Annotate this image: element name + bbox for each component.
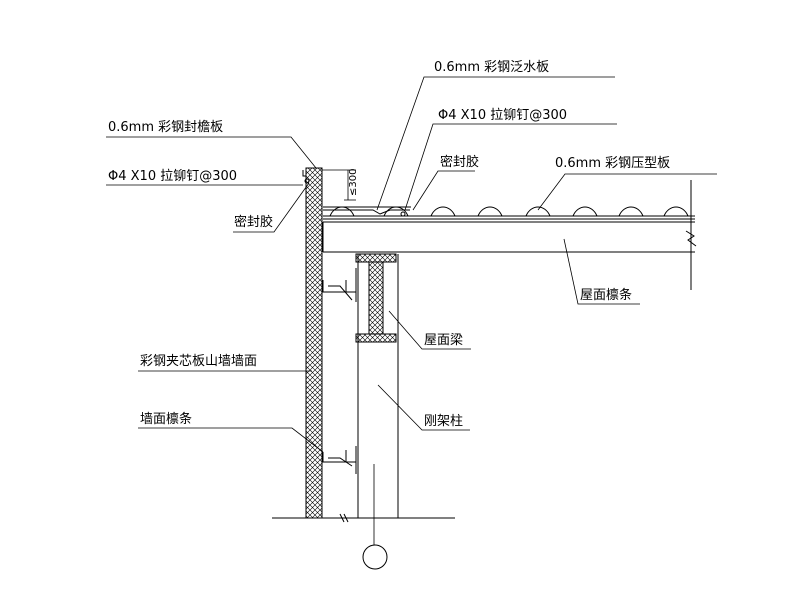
wall-purlin-bracket-top bbox=[322, 268, 357, 302]
ground-line bbox=[272, 513, 455, 523]
label-roof-purlin: 屋面檩条 bbox=[580, 287, 632, 303]
rivet-markers bbox=[304, 178, 406, 217]
label-rivet-left: Φ4 X10 拉铆钉@300 bbox=[108, 169, 237, 184]
label-sealant-top: 密封胶 bbox=[440, 154, 479, 170]
roof-purlin bbox=[322, 221, 697, 253]
dimension-marker: ≤300 bbox=[322, 169, 359, 201]
annotation-labels: 0.6mm 彩钢泛水板 0.6mm 彩钢封檐板 Φ4 X10 拉铆钉@300 密… bbox=[108, 60, 670, 429]
label-sealant-left: 密封胶 bbox=[234, 214, 273, 230]
dimension-text: ≤300 bbox=[348, 169, 359, 196]
label-rigid-column: 刚架柱 bbox=[424, 414, 463, 429]
label-roof-panel: 0.6mm 彩钢压型板 bbox=[555, 156, 670, 171]
label-eave-board: 0.6mm 彩钢封檐板 bbox=[108, 120, 223, 135]
axis-marker bbox=[362, 544, 388, 570]
roof-beam bbox=[355, 253, 397, 343]
label-wall-panel: 彩钢夹芯板山墙墙面 bbox=[140, 354, 257, 369]
wall-purlin-bracket-bottom bbox=[322, 446, 357, 474]
label-rivet-top: Φ4 X10 拉铆钉@300 bbox=[438, 108, 567, 123]
label-roof-beam: 屋面梁 bbox=[424, 333, 463, 348]
flashing-board bbox=[323, 206, 411, 215]
wall-sandwich-panel bbox=[305, 167, 323, 519]
leader-lines bbox=[106, 76, 717, 453]
label-flashing: 0.6mm 彩钢泛水板 bbox=[434, 60, 549, 75]
label-wall-purlin: 墙面檩条 bbox=[140, 411, 192, 427]
eave-board bbox=[302, 167, 323, 178]
rigid-frame-column bbox=[357, 254, 399, 545]
